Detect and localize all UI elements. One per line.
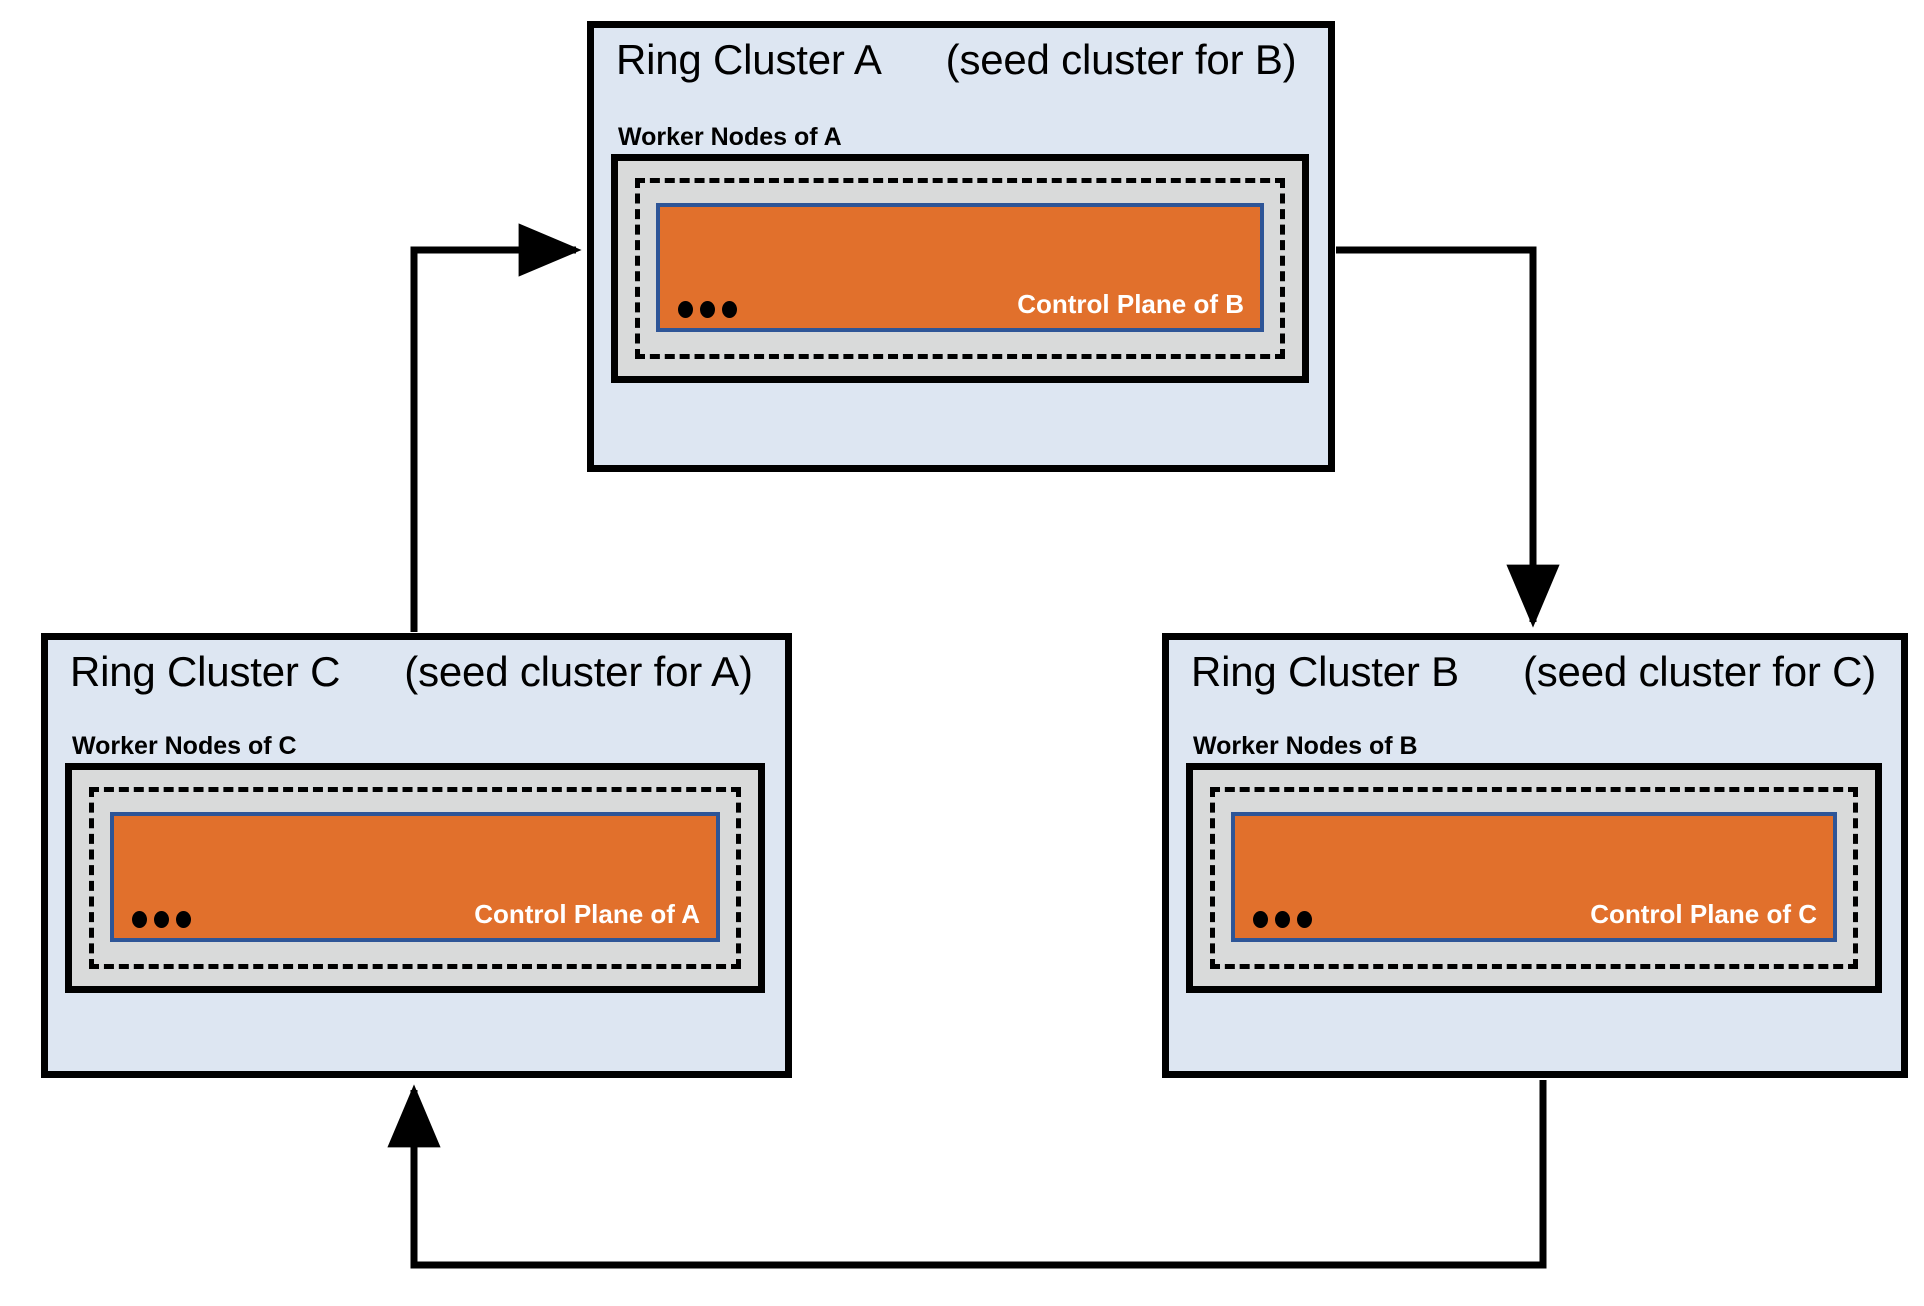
arrow-b-to-c: [387, 1080, 1547, 1269]
cluster-b-dashed-frame: Control Plane of C: [1210, 787, 1858, 969]
arrow-a-to-b: [1336, 246, 1560, 628]
cluster-c-ellipsis-dots: [132, 911, 191, 928]
cluster-b-seed-note: (seed cluster for C): [1522, 648, 1877, 695]
cluster-a-seed-note: (seed cluster for B): [945, 36, 1297, 83]
cluster-c-control-plane-label: Control Plane of A: [474, 899, 700, 929]
cluster-b-control-plane-label: Control Plane of C: [1590, 899, 1817, 929]
cluster-a-dashed-frame: Control Plane of B: [635, 178, 1285, 359]
cluster-c-dashed-frame: Control Plane of A: [89, 787, 741, 969]
cluster-b[interactable]: Ring Cluster B (seed cluster for C) Worke…: [1162, 633, 1908, 1078]
cluster-b-name: Ring Cluster B: [1191, 648, 1459, 695]
cluster-b-title: Ring Cluster B (seed cluster for C): [1191, 648, 1876, 696]
cluster-b-worker-box[interactable]: Control Plane of C: [1186, 763, 1882, 993]
arrow-c-to-a: [410, 223, 582, 632]
cluster-c-control-plane[interactable]: Control Plane of A: [110, 812, 720, 942]
cluster-a-title: Ring Cluster A (seed cluster for B): [616, 36, 1297, 84]
cluster-b-worker-label: Worker Nodes of B: [1193, 732, 1418, 760]
cluster-a-name: Ring Cluster A: [616, 36, 882, 83]
cluster-a-worker-label: Worker Nodes of A: [618, 123, 842, 151]
cluster-a-control-plane-label: Control Plane of B: [1017, 289, 1244, 319]
cluster-c-name: Ring Cluster C: [70, 648, 341, 695]
cluster-c-worker-label: Worker Nodes of C: [72, 732, 297, 760]
cluster-b-ellipsis-dots: [1253, 911, 1312, 928]
cluster-a-control-plane[interactable]: Control Plane of B: [656, 203, 1264, 332]
cluster-a-ellipsis-dots: [678, 301, 737, 318]
cluster-c-seed-note: (seed cluster for A): [404, 648, 753, 695]
cluster-c[interactable]: Ring Cluster C (seed cluster for A) Worke…: [41, 633, 792, 1078]
cluster-a-worker-box[interactable]: Control Plane of B: [611, 154, 1309, 383]
cluster-a[interactable]: Ring Cluster A (seed cluster for B) Worke…: [587, 21, 1335, 472]
cluster-c-title: Ring Cluster C (seed cluster for A): [70, 648, 753, 696]
cluster-b-control-plane[interactable]: Control Plane of C: [1231, 812, 1837, 942]
cluster-c-worker-box[interactable]: Control Plane of A: [65, 763, 765, 993]
